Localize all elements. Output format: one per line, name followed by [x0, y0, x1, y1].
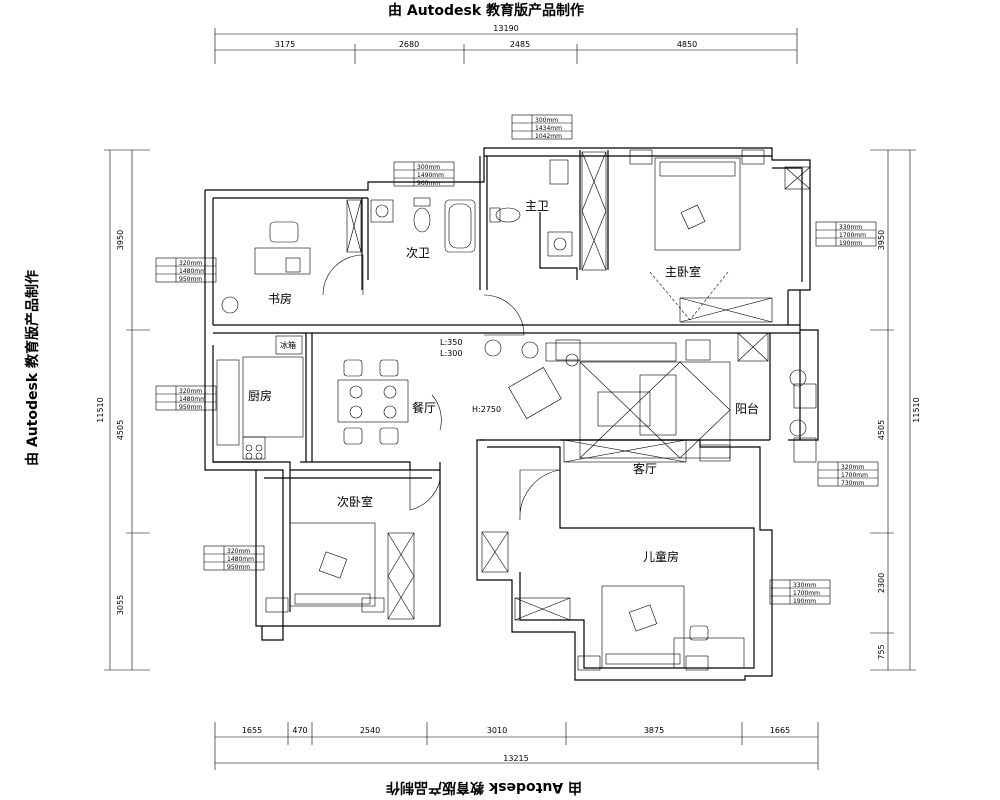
study-furniture	[221, 221, 311, 314]
dim-bottom-seg-1: 1655	[242, 726, 262, 735]
dimension-bottom	[214, 722, 819, 770]
dim-right-seg-2: 4505	[877, 420, 886, 440]
dimension-right	[870, 149, 916, 671]
dim-bottom-seg-6: 1665	[770, 726, 790, 735]
dim-bottom-total: 13215	[503, 754, 528, 763]
tag-second-3: 950mm	[227, 564, 250, 571]
master-light-lines	[649, 271, 729, 321]
balcony-furniture	[789, 369, 817, 463]
tag-study-3: 950mm	[179, 276, 202, 283]
dim-left-total: 11510	[96, 397, 105, 422]
room-label-dining: 餐厅	[412, 400, 436, 415]
bath-fixtures	[370, 159, 573, 257]
dimension-top	[214, 28, 798, 64]
room-label-living: 客厅	[633, 461, 657, 476]
annotation-l1: L:350	[440, 338, 462, 347]
kitchen-furniture	[216, 335, 304, 460]
annotation-l2: L:300	[440, 349, 462, 358]
tag-kitchen-3: 950mm	[179, 404, 202, 411]
dim-right-seg-3: 2300	[877, 573, 886, 593]
room-label-study: 书房	[268, 291, 292, 306]
room-label-second-bedroom: 次卧室	[337, 494, 373, 509]
tag-balcony-1: 320mm	[841, 464, 864, 471]
dim-right-total: 11510	[912, 397, 921, 422]
window-tag-values: 300mm 1490mm 960mm 300mm 1434mm 1042mm 3…	[179, 117, 868, 605]
tag-mbath-2: 1434mm	[535, 125, 562, 132]
beds	[265, 149, 765, 671]
room-label-master-bedroom: 主卧室	[665, 264, 701, 279]
tag-kitchen-2: 1480mm	[179, 396, 206, 403]
tag-kids-3: 190mm	[793, 598, 816, 605]
room-label-master-bath: 主卫	[525, 199, 549, 213]
dim-bottom-seg-3: 2540	[360, 726, 380, 735]
kids-furniture	[673, 625, 745, 669]
dim-top-total: 13190	[493, 24, 518, 33]
tag-master-3: 190mm	[839, 240, 862, 247]
wardrobes	[346, 151, 811, 621]
room-label-balcony: 阳台	[735, 401, 759, 416]
dim-bottom-seg-2: 470	[292, 726, 307, 735]
tag-balcony-2: 1700mm	[841, 472, 868, 479]
dim-left-seg-3: 3055	[116, 595, 125, 615]
tag-master-2: 1700mm	[839, 232, 866, 239]
fridge-label: 冰箱	[280, 340, 296, 350]
room-label-kitchen: 厨房	[248, 388, 272, 403]
dim-bottom-seg-4: 3010	[487, 726, 507, 735]
walls	[204, 147, 819, 681]
dim-top-seg-1: 3175	[275, 40, 295, 49]
room-label-bath2: 次卫	[406, 246, 430, 260]
window-tags	[155, 114, 879, 605]
dim-right-seg-1: 3950	[877, 230, 886, 250]
dining-furniture	[337, 359, 409, 445]
tag-master-1: 330mm	[839, 224, 862, 231]
tag-mbath-3: 1042mm	[535, 133, 562, 140]
tag-kids-1: 330mm	[793, 582, 816, 589]
tag-second-1: 320mm	[227, 548, 250, 555]
tag-balcony-3: 730mm	[841, 480, 864, 487]
dim-right-seg-4: 755	[877, 644, 886, 659]
living-furniture	[484, 339, 731, 459]
dim-top-seg-3: 2485	[510, 40, 530, 49]
tag-study-1: 320mm	[179, 260, 202, 267]
tag-bath2-3: 960mm	[417, 180, 440, 187]
watermark-top: 由 Autodesk 教育版产品制作	[388, 3, 585, 19]
tag-second-2: 1480mm	[227, 556, 254, 563]
dim-left-seg-1: 3950	[116, 230, 125, 250]
dim-bottom-seg-5: 3875	[644, 726, 664, 735]
tag-kids-2: 1700mm	[793, 590, 820, 597]
dim-top-seg-2: 2680	[399, 40, 419, 49]
dimension-left	[104, 149, 150, 671]
tag-mbath-1: 300mm	[535, 117, 558, 124]
ceiling-height-label: H:2750	[472, 405, 501, 414]
room-label-kids-room: 儿童房	[643, 549, 679, 564]
tag-kitchen-1: 320mm	[179, 388, 202, 395]
tag-bath2-2: 1490mm	[417, 172, 444, 179]
tag-study-2: 1480mm	[179, 268, 206, 275]
dim-left-seg-2: 4505	[116, 420, 125, 440]
door-arcs	[322, 254, 561, 521]
tag-bath2-1: 300mm	[417, 164, 440, 171]
dim-top-seg-4: 4850	[677, 40, 697, 49]
